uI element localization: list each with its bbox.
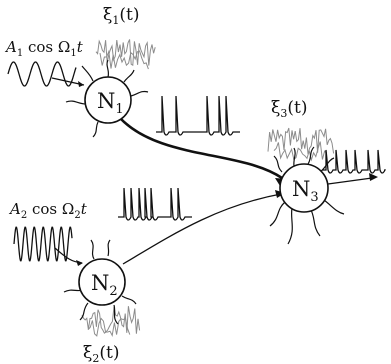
noise-trace-1 [95,39,156,67]
spike-train-n2 [118,187,192,221]
noise-trace-3b [273,141,328,162]
noise-label-3: ξ3(t) [271,98,307,120]
dendrite-n2-e [113,304,119,325]
neuron-n1-label: N1 [97,89,124,117]
dendrite-n2-a [90,239,95,260]
noise-trace-2 [81,306,141,334]
dendrite-n3-e [269,201,286,227]
input-label-1: A1 cos Ω1t [4,38,84,59]
noise-label-2: ξ2(t) [83,343,119,364]
neuron-n3: N3 [279,163,329,213]
sine-input-2 [13,226,73,262]
input-arrowhead-2 [76,260,83,266]
arrowhead-output [369,173,378,181]
sine-input-1 [7,61,77,87]
dendrite-n3-a [273,155,283,173]
dendrite-n2-f [121,295,137,305]
noise-trace-3 [267,127,335,155]
neuron-n1: N1 [84,76,132,124]
dendrite-n1-f [92,121,99,138]
neuron-n3-body [279,163,329,213]
dendrite-n1-c [106,59,110,78]
neuron-n2-body [78,258,126,306]
spike-train-n1 [156,95,240,136]
noise-traces [81,39,335,337]
noise-trace-1b [99,49,149,70]
dendrite-n2-b [107,239,111,257]
spike-train-n3 [322,149,387,174]
dendrite-n2-d [79,302,89,321]
output-n3 [327,177,373,185]
dendrite-n1-b [81,65,94,82]
dendrite-n3-h [323,199,345,215]
dendrite-n1-e [130,90,149,97]
input-label-2: A2 cos Ω2t [8,200,88,221]
noise-label-1: ξ1(t) [103,5,139,27]
noise-trace-2b [87,317,131,337]
dendrite-n3-c [307,146,315,165]
connection-n2-n3 [122,193,282,265]
dendrite-n3-g [309,207,321,237]
input-arrowhead-1 [78,81,84,87]
dendrite-n1-d [123,69,135,83]
neuron-n1-body [84,76,132,124]
neuron-n2: N2 [78,258,126,306]
dendrite-n1-a [65,100,87,105]
connection-n1-n3 [119,117,283,180]
neuron-n2-label: N2 [91,271,118,299]
dendrite-n3-b [293,147,296,167]
neuron-n3-label: N3 [292,177,319,205]
dendrite-n3-f [287,207,293,245]
